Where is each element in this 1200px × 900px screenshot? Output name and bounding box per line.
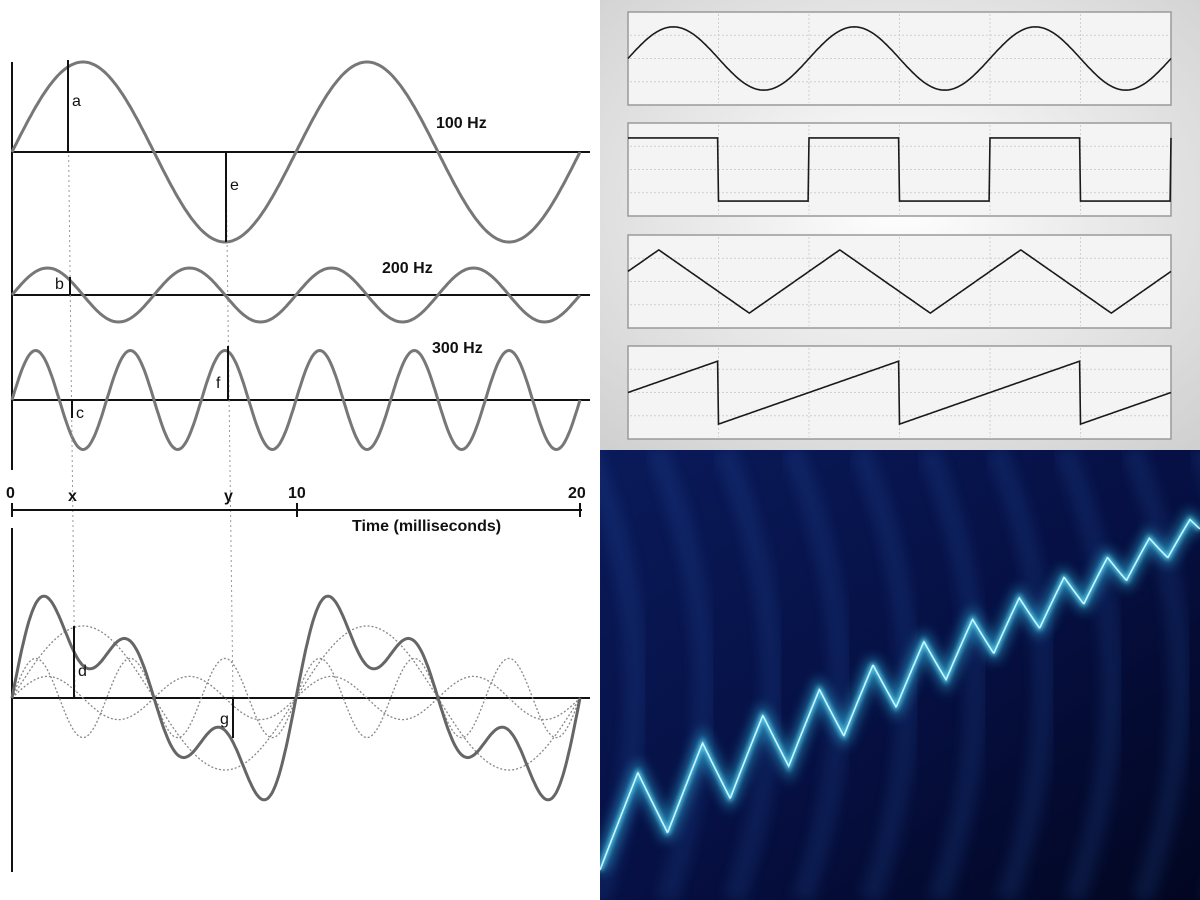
fourier-synthesis-diagram: a b c d e f g 100 Hz 200 Hz 300 Hz 0 10 … bbox=[0, 0, 600, 900]
marker-label-e: e bbox=[230, 177, 239, 194]
time-axis-label: Time (milliseconds) bbox=[352, 518, 501, 535]
waveform-panel-triangle bbox=[627, 234, 1172, 329]
marker-label-f: f bbox=[216, 375, 221, 392]
glow-band bbox=[645, 450, 715, 900]
glow-band bbox=[713, 450, 783, 900]
wave-300hz bbox=[10, 348, 582, 452]
glow-band bbox=[1121, 450, 1191, 900]
diagram-background bbox=[0, 0, 600, 900]
time-tick-label-10: 10 bbox=[288, 485, 306, 502]
waveform-square bbox=[628, 137, 1172, 202]
glow-band bbox=[781, 450, 851, 900]
marker-label-b: b bbox=[55, 276, 64, 293]
sum-waveform bbox=[10, 594, 582, 802]
wave-100hz bbox=[10, 60, 582, 244]
marker-label-a: a bbox=[72, 93, 81, 110]
glow-band bbox=[985, 450, 1055, 900]
frequency-label-200hz: 200 Hz bbox=[382, 260, 433, 277]
time-point-x: x bbox=[68, 488, 77, 505]
time-point-y: y bbox=[224, 488, 233, 505]
marker-label-c: c bbox=[76, 405, 84, 422]
waveform-panels bbox=[600, 0, 1200, 450]
waveform-panel-square bbox=[627, 122, 1172, 217]
waveform-sine bbox=[627, 26, 1172, 91]
marker-label-d: d bbox=[78, 663, 87, 680]
waveform-panel-sawtooth bbox=[627, 345, 1172, 440]
glow-band bbox=[917, 450, 987, 900]
glowing-waveform-image bbox=[600, 450, 1200, 900]
frequency-label-100hz: 100 Hz bbox=[436, 115, 487, 132]
frequency-label-300hz: 300 Hz bbox=[432, 340, 483, 357]
glow-wave-core bbox=[600, 518, 1200, 871]
time-tick-label-20: 20 bbox=[568, 485, 586, 502]
waveform-panel-sine bbox=[627, 11, 1172, 106]
waveform-triangle bbox=[627, 248, 1172, 315]
time-tick-label-0: 0 bbox=[6, 485, 15, 502]
glow-light-bands bbox=[600, 450, 1200, 900]
waveform-sawtooth bbox=[627, 360, 1172, 426]
glow-band bbox=[1053, 450, 1123, 900]
marker-label-g: g bbox=[220, 711, 229, 728]
wave-200hz bbox=[10, 266, 582, 324]
